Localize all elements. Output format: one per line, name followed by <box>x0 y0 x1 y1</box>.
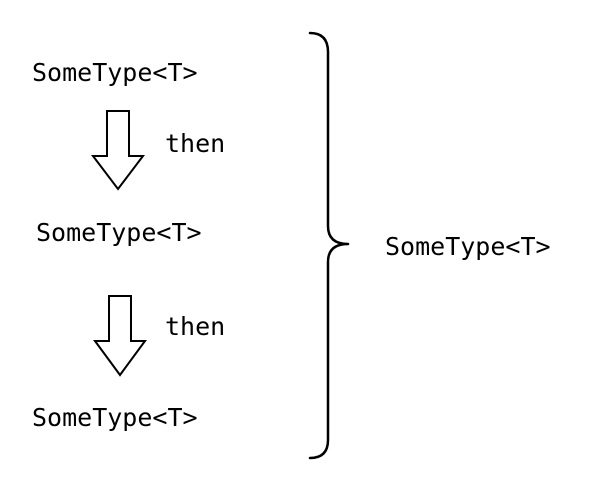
down-arrow-icon <box>90 110 146 191</box>
connector-1-label: then <box>165 129 225 158</box>
result-label: SomeType<T> <box>385 232 551 261</box>
step-2-label: SomeType<T> <box>36 218 202 247</box>
down-arrow-icon <box>93 295 147 377</box>
step-3-label: SomeType<T> <box>32 403 198 432</box>
grouping-brace <box>308 31 350 460</box>
connector-2-label: then <box>165 312 225 341</box>
step-1-label: SomeType<T> <box>32 58 198 87</box>
